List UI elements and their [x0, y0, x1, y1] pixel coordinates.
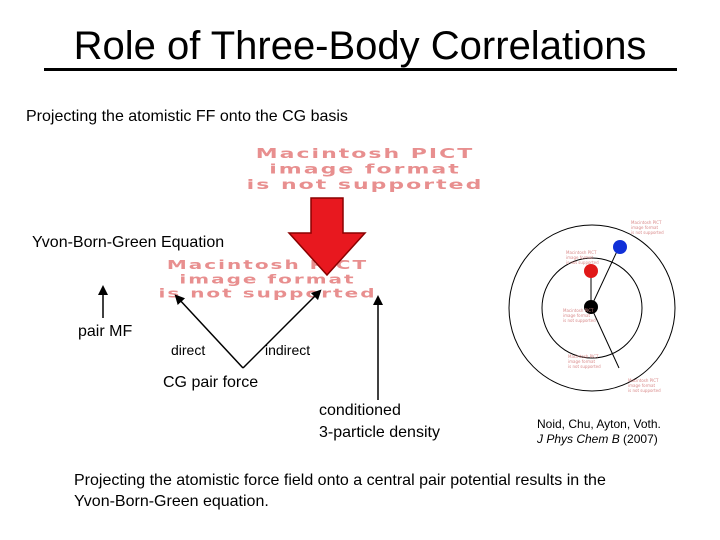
small-pict-placeholder: Macintosh PICT — [568, 354, 599, 359]
bond-line — [590, 246, 620, 308]
pict-line: image format — [179, 271, 356, 287]
red-particle-icon — [584, 264, 598, 278]
small-pict-placeholder: image format — [628, 383, 656, 388]
small-pict-placeholder: image format — [631, 225, 659, 230]
conditioned-line: conditioned — [319, 402, 401, 419]
pict-line: image format — [269, 161, 461, 178]
title-underline — [44, 68, 677, 71]
slide-subtitle: Projecting the atomistic FF onto the CG … — [26, 108, 348, 125]
cg-pair-force-label: CG pair force — [163, 374, 259, 391]
bond-line — [590, 306, 620, 369]
outer-circle — [508, 224, 676, 392]
three-body-diagram: Macintosh PICT image format is not suppo… — [508, 220, 676, 393]
small-pict-placeholder: image format — [568, 359, 596, 364]
small-pict-placeholder: Macintosh PICT — [566, 250, 597, 255]
pict-line: Macintosh PICT — [255, 146, 475, 162]
direct-arrow — [174, 294, 244, 369]
pict-line: is not supported — [246, 177, 484, 193]
equation-label: Yvon-Born-Green Equation — [32, 234, 225, 251]
indirect-arrow — [242, 289, 322, 369]
blue-particle-icon — [613, 240, 627, 254]
small-pict-placeholder: image format — [563, 313, 591, 318]
small-pict-placeholder: is not supported — [631, 230, 664, 235]
small-pict-placeholder: Macintosh PICT — [628, 378, 659, 383]
down-arrow-icon — [287, 197, 367, 277]
small-pict-placeholder: Macintosh PICT — [631, 220, 662, 225]
conclusion-line: Projecting the atomistic force field ont… — [74, 472, 606, 489]
conditioned-density-label: conditioned 3-particle density — [319, 400, 440, 444]
small-pict-placeholders: Macintosh PICT image format is not suppo… — [563, 220, 664, 393]
citation-journal: J Phys Chem B — [537, 432, 620, 446]
small-pict-placeholder: is not supported — [568, 364, 601, 369]
conclusion-text: Projecting the atomistic force field ont… — [74, 470, 694, 512]
citation: Noid, Chu, Ayton, Voth. J Phys Chem B (2… — [537, 417, 661, 447]
small-pict-placeholder: image format — [566, 255, 594, 260]
conditioned-line: 3-particle density — [319, 424, 440, 441]
citation-journal-line: J Phys Chem B (2007) — [537, 432, 661, 447]
conclusion-line: Yvon-Born-Green equation. — [74, 493, 269, 510]
inner-circle — [541, 257, 643, 359]
pict-placeholder-top: Macintosh PICT image format is not suppo… — [205, 146, 525, 193]
black-particle-icon — [584, 300, 598, 314]
small-pict-placeholder: is not supported — [628, 388, 661, 393]
slide-title: Role of Three-Body Correlations — [73, 24, 647, 68]
citation-authors: Noid, Chu, Ayton, Voth. — [537, 417, 661, 431]
indirect-label: indirect — [265, 342, 311, 358]
small-pict-placeholder: is not supported — [563, 318, 596, 323]
direct-label: direct — [171, 342, 206, 358]
small-pict-placeholder: Macintosh PICT — [563, 308, 594, 313]
pair-mf-label: pair MF — [78, 323, 133, 340]
citation-year: (2007) — [623, 432, 658, 446]
small-pict-placeholder: is not supported — [566, 260, 599, 265]
